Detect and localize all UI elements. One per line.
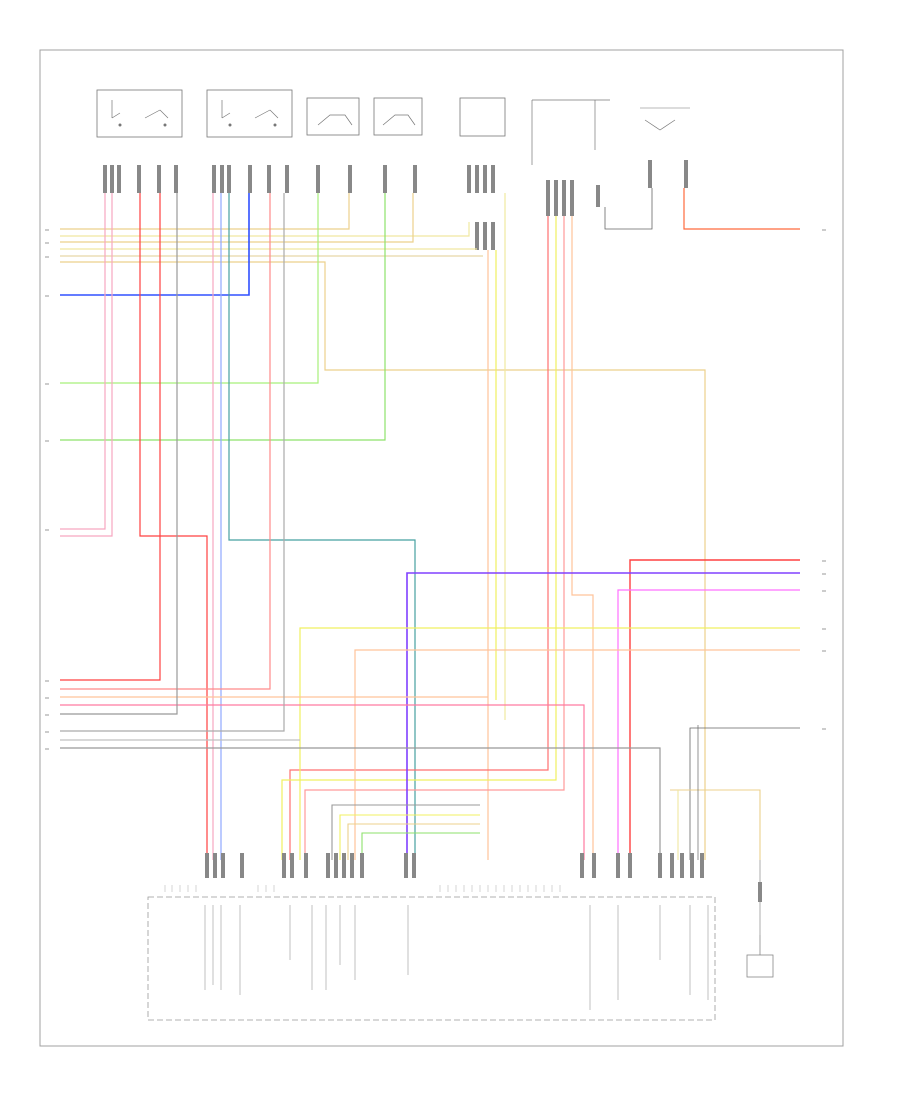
lower-bus-wires [60, 193, 661, 860]
vertical-runs [139, 193, 594, 860]
component-window-switch-a [306, 97, 360, 136]
row-markers-left [45, 229, 49, 750]
component-right-lamp [640, 107, 690, 131]
upper-bus-wires [60, 193, 706, 860]
component-right-mirror-switch [206, 89, 293, 138]
control-module [147, 853, 716, 1021]
component-left-mirror-switch [96, 89, 183, 138]
right-feed-wires [299, 188, 800, 860]
ground-connector [746, 860, 774, 978]
connector-stubs [103, 160, 688, 250]
component-center-module [459, 97, 506, 137]
mid-harness [331, 725, 761, 860]
component-right-lock-switch [531, 99, 610, 165]
row-markers-right [822, 229, 826, 730]
diagram-border [39, 49, 844, 1047]
component-window-switch-b [373, 97, 423, 136]
